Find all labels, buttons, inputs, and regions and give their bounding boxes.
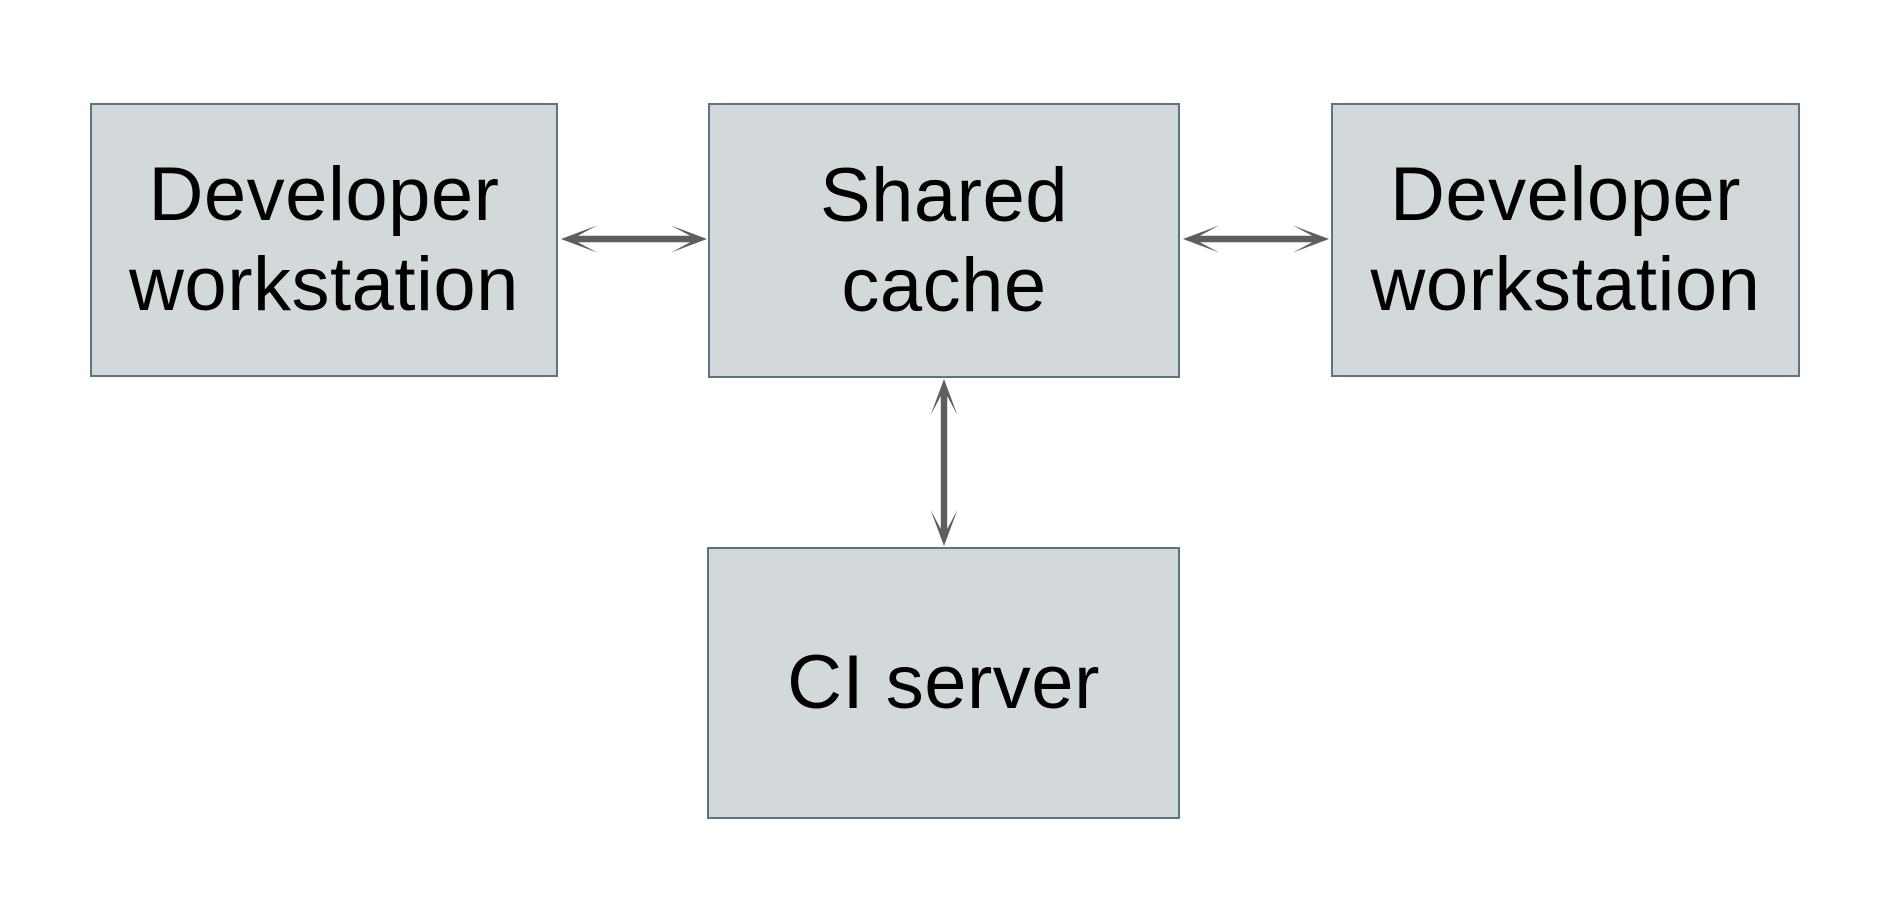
node-shared-cache: Shared cache [708, 103, 1180, 378]
node-developer-workstation-left: Developer workstation [90, 103, 558, 377]
node-label-line: cache [841, 242, 1047, 328]
bidirectional-arrow-cache-ci-server [927, 379, 961, 546]
node-developer-workstation-right: Developer workstation [1331, 103, 1800, 377]
node-label-line: CI server [787, 640, 1100, 725]
node-label-line: Developer [148, 152, 500, 237]
node-label-line: workstation [1370, 242, 1761, 327]
double-arrow-icon [1183, 225, 1329, 253]
double-arrow-icon [930, 379, 958, 546]
bidirectional-arrow-cache-right-workstation [1183, 222, 1329, 256]
bidirectional-arrow-left-workstation-cache [561, 222, 707, 256]
node-label-line: workstation [129, 242, 519, 327]
node-label-line: Developer [1390, 152, 1741, 237]
double-arrow-icon [561, 225, 707, 253]
node-label-line: Shared [819, 152, 1069, 238]
node-ci-server: CI server [707, 547, 1180, 819]
